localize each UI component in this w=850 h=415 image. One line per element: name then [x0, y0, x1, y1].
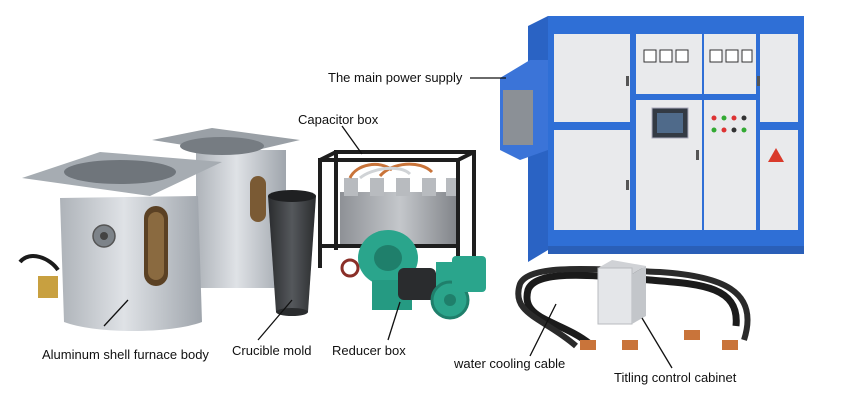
titling-control-cabinet — [597, 260, 646, 325]
label-reducer-box: Reducer box — [332, 343, 406, 358]
reducer-box — [340, 230, 486, 320]
label-main-power-supply: The main power supply — [328, 70, 463, 85]
warning-triangle-icon — [768, 148, 784, 162]
label-titling-control-cabinet: Titling control cabinet — [614, 370, 737, 385]
label-crucible-mold: Crucible mold — [232, 343, 311, 358]
label-capacitor-box: Capacitor box — [298, 112, 379, 127]
main-power-supply-cabinet — [500, 16, 804, 262]
leader-lines — [103, 77, 673, 369]
water-cooling-cable — [515, 265, 751, 350]
aluminum-shell-furnace-body — [18, 128, 300, 331]
label-water-cooling-cable: water cooling cable — [453, 356, 565, 371]
crucible-mold — [268, 190, 316, 316]
label-aluminum-shell-furnace-body: Aluminum shell furnace body — [42, 347, 209, 362]
